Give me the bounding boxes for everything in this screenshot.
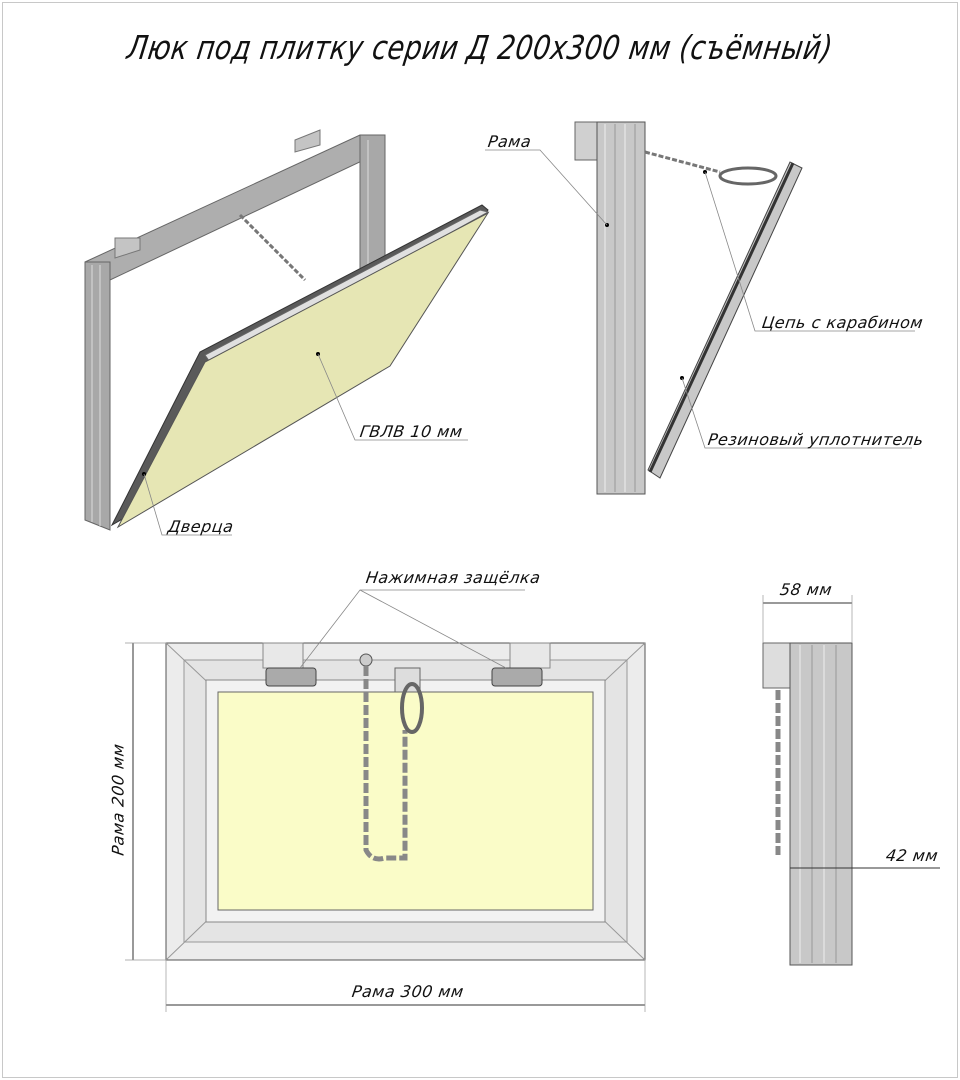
front-chain [363,666,408,862]
side-chain [644,150,721,174]
dim-depth-text: 58 мм [778,580,834,599]
label-door: Дверца [166,517,235,536]
label-chain: Цепь с карабином [760,313,925,332]
iso-view [84,129,490,536]
label-latch: Нажимная защёлка [364,568,542,587]
iso-door-panel [116,211,490,529]
label-seal: Резиновый уплотнитель [706,430,925,449]
front-view [125,589,646,1012]
dim-height-text: Рама 200 мм [108,742,128,857]
right-frame [789,642,853,966]
page-title: Люк под плитку серии Д 200x300 мм (съёмн… [124,28,836,67]
front-carabiner [400,682,424,734]
side-carabiner [718,166,778,186]
iso-chain [238,213,307,282]
iso-frame-left [84,261,111,531]
latch-left [265,667,317,687]
label-frame: Рама [486,132,533,151]
side-view [485,121,915,495]
dim-width-text: Рама 300 мм [350,982,466,1001]
label-board: ГВЛВ 10 мм [358,422,464,441]
iso-frame-top [84,134,386,281]
dim-inner-text: 42 мм [884,846,940,865]
side-door [647,161,803,479]
latch-right [491,667,543,687]
side-frame [596,121,646,495]
right-side-view [762,595,940,966]
